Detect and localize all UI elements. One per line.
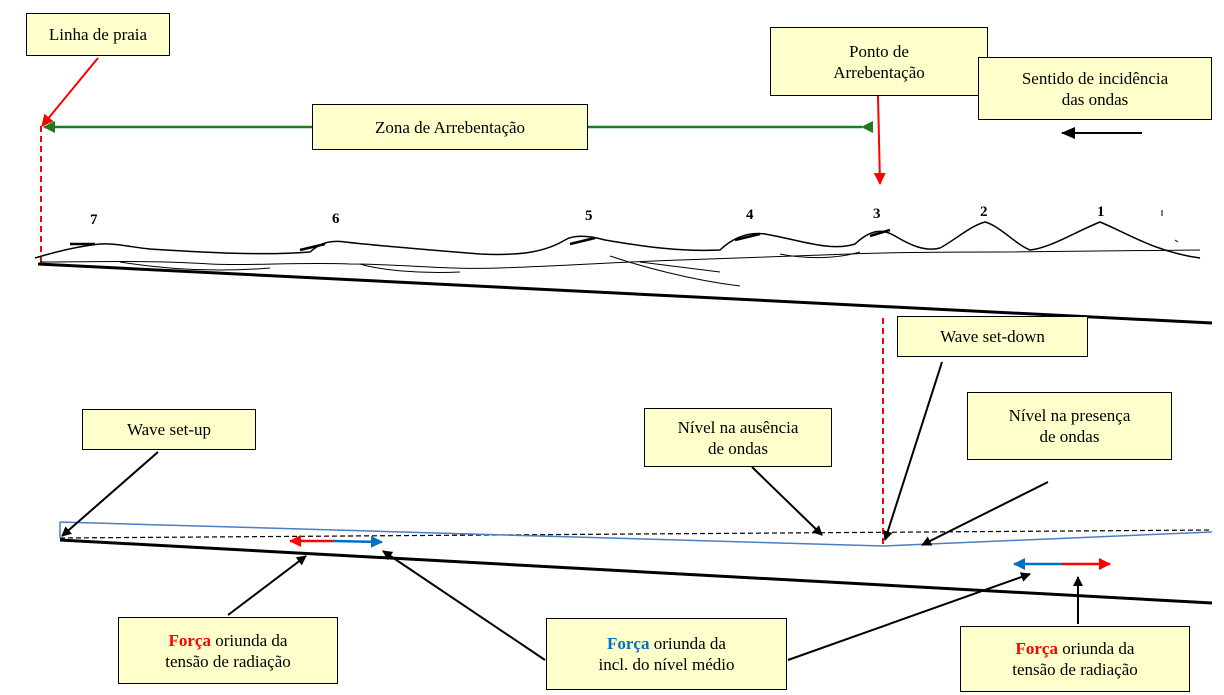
wave-level-line2: de ondas: [1039, 427, 1100, 446]
wave-number-5: 5: [585, 208, 593, 224]
wave-direction-line1: Sentido de incidência: [1021, 68, 1169, 88]
wave-number-2: 2: [980, 204, 988, 220]
radiation-force-left-pointer: [227, 555, 307, 616]
wave-number-7: 7: [90, 212, 98, 228]
still-level-line2: de ondas: [708, 438, 768, 458]
radiation-force-label-left: Força oriunda da tensão de radiação: [118, 617, 338, 684]
radiation-force-label-right: Força oriunda da tensão de radiação: [960, 626, 1190, 692]
breaking-point-line1: Ponto de: [849, 41, 909, 61]
wave-number-6: 6: [332, 211, 340, 227]
wave-level-label: Nível na presença de ondas: [967, 392, 1172, 460]
force-word: Força: [168, 630, 211, 650]
breaking-point-arrow: [873, 95, 886, 185]
set-down-pointer: [882, 361, 943, 541]
still-water-level-label: Nível na ausência de ondas: [644, 408, 832, 467]
wave-direction-label: Sentido de incidência das ondas: [978, 57, 1212, 120]
mean-level-slope-force-label: Força oriunda da incl. do nível médio: [546, 618, 787, 690]
set-up-pointer: [61, 451, 159, 537]
wave-number-3: 3: [873, 206, 881, 222]
surf-zone-label: Zona de Arrebentação: [312, 104, 588, 150]
lower-seabed-line: [59, 538, 1213, 605]
shoreline-label: Linha de praia: [26, 13, 170, 56]
slope-force-left-pointer: [382, 550, 546, 661]
mean-water-level-line: [59, 521, 1213, 547]
wave-set-up-label: Wave set-up: [82, 409, 256, 450]
wave-number-4: 4: [746, 207, 754, 223]
slope-force-arrow-left: [332, 535, 383, 548]
still-water-level-line: [59, 529, 1213, 539]
still-level-line1: Nível na ausência: [677, 417, 799, 437]
breaking-point-line2: Arrebentação: [833, 62, 925, 82]
still-level-pointer: [751, 466, 823, 536]
force-word: Força: [1015, 639, 1058, 658]
upper-seabed-line: [37, 262, 1213, 325]
wave-direction-line2: das ondas: [1061, 89, 1129, 109]
breaking-point-label: Ponto de Arrebentação: [770, 27, 988, 96]
wave-set-down-label: Wave set-down: [897, 316, 1088, 357]
wave-level-line1: Nível na presença: [1008, 406, 1131, 425]
wave-level-pointer: [921, 481, 1049, 546]
breaking-waves-sketch: [34, 210, 1201, 287]
force-word: Força: [607, 634, 650, 653]
wave-numbers: 7 6 5 4 3 2 1: [90, 204, 1105, 228]
shoreline-arrow: [41, 57, 99, 127]
slope-force-right-pointer: [787, 572, 1031, 661]
wave-number-1: 1: [1097, 204, 1105, 220]
